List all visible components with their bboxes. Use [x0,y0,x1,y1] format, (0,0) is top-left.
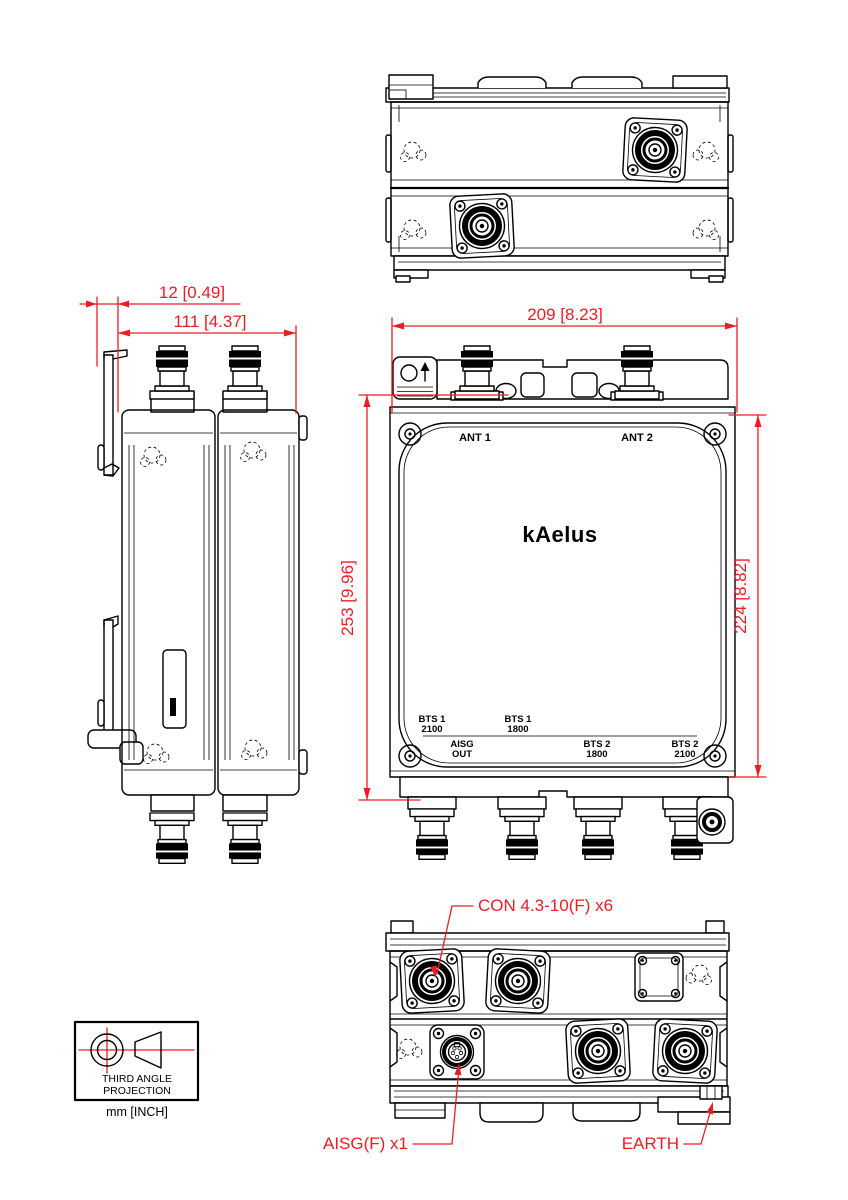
dim-bracket-offset: 12 [0.49] [79,283,241,413]
side-view [87,345,308,865]
port-label: 1800 [507,724,528,735]
side-mounting-bracket-top [97,349,128,477]
top-view-rail [385,74,730,103]
dim-side-depth: 111 [4.37] [117,312,297,414]
dim-text-side-depth: 111 [4.37] [173,312,246,331]
rf-connector-bottom [565,1018,630,1083]
dim-front-width: 209 [8.23] [391,305,738,413]
projection-cone [134,1031,162,1069]
top-view [385,74,734,283]
projection-symbol: THIRD ANGLE PROJECTION mm [INCH] [73,1020,200,1119]
front-cover [398,422,727,768]
bracket-hole [400,364,418,382]
units-label: mm [INCH] [106,1105,168,1119]
projection-text-line1: THIRD ANGLE [102,1073,172,1085]
callout-text-rf-connectors: CON 4.3-10(F) x6 [478,896,613,915]
front-bottom-plate [399,776,729,810]
callout-earth: EARTH [622,1102,714,1153]
callout-aisg: AISG(F) x1 [323,1063,462,1153]
dimension-annotations: 12 [0.49] 111 [4.37] 209 [8.23] 253 [9. [79,283,767,1153]
rf-connector-bottom [399,948,464,1013]
port-label: BTS 2 [672,739,699,750]
kaelus-logo: kAelus [522,522,597,547]
bottom-view-rail [385,920,730,952]
port-label: 2100 [421,724,442,735]
port-label: BTS 1 [419,714,447,725]
port-label: 2100 [674,749,695,760]
dim-body-height: 224 [8.82] [728,414,767,778]
port-label: OUT [452,749,472,760]
blank-plate [634,952,684,1002]
ant1-label: ANT 1 [459,432,491,444]
ant1-connector-top [449,193,514,258]
callout-rf-connectors: CON 4.3-10(F) x6 [430,896,613,978]
side-label-mark [170,698,176,716]
front-view: ANT 1 ANT 2 kAelus BTS 1 2100 BTS 1 1800… [389,345,736,861]
front-wall-bracket [392,356,438,400]
callout-text-earth: EARTH [622,1134,679,1153]
front-body [389,406,736,778]
front-earth-stud [696,796,734,844]
side-label-window [162,649,187,729]
top-view-body [385,101,734,283]
up-arrow-icon [420,362,430,382]
dim-overall-height: 253 [9.96] [338,394,509,801]
port-label: 1800 [586,749,607,760]
port-label: BTS 2 [584,739,611,750]
dim-text-front-width: 209 [8.23] [527,305,603,324]
callout-text-aisg: AISG(F) x1 [323,1134,408,1153]
rf-connector-bottom [652,1018,717,1083]
bottom-view [385,920,731,1125]
ant2-connector-top [622,117,687,182]
port-label: BTS 1 [505,714,533,725]
projection-text-line2: PROJECTION [103,1085,171,1097]
dim-text-overall-height: 253 [9.96] [338,560,357,636]
side-mounting-bracket-bottom [87,615,144,765]
projection-circle [90,1033,124,1067]
dim-text-bracket-offset: 12 [0.49] [159,283,225,302]
rf-connector-bottom [485,948,550,1013]
dim-text-body-height: 224 [8.82] [731,558,750,634]
ant2-label: ANT 2 [621,432,653,444]
port-label: AISG [450,739,473,750]
front-port-labels: BTS 1 2100 BTS 1 1800 AISG OUT BTS 2 180… [419,714,699,760]
